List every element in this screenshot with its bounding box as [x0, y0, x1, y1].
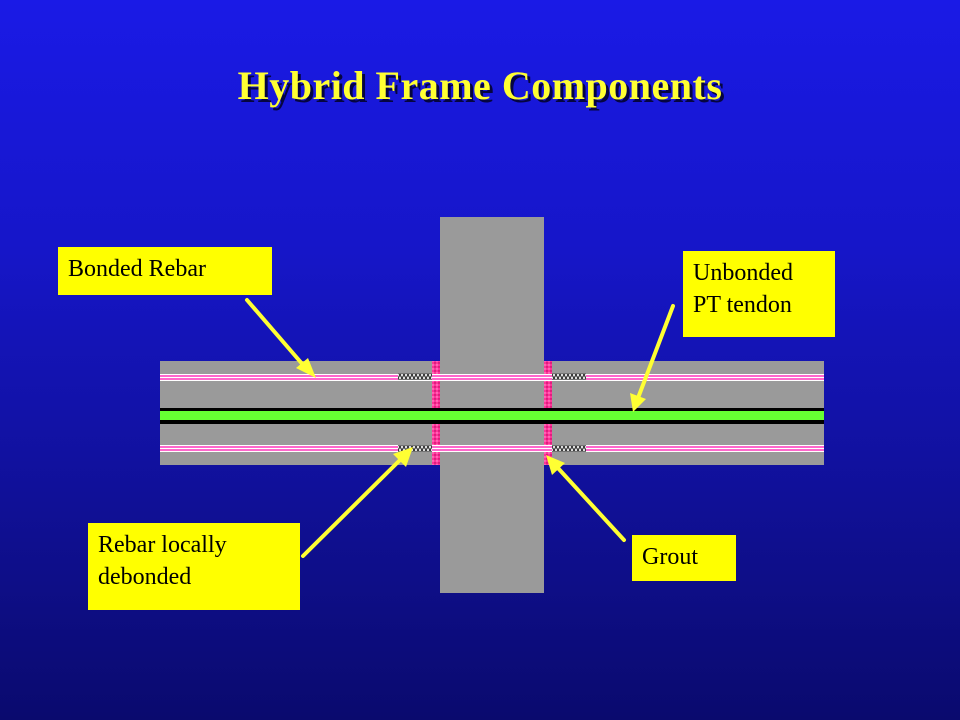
bottom-rebar: [160, 445, 824, 452]
arrow-bonded-rebar: [245, 298, 316, 378]
grout-text: Grout: [642, 544, 698, 570]
arrow-unbonded-tendon: [630, 304, 675, 412]
debond-wrap-top-right: [552, 373, 586, 380]
arrow-rebar-debonded: [301, 447, 413, 558]
pt-tendon: [160, 408, 824, 424]
rebar-locally-debonded-label: Rebar locally debonded: [88, 523, 300, 610]
unbonded-text-line1: Unbonded: [693, 260, 793, 286]
debond-wrap-bottom-left: [398, 445, 432, 452]
arrow-grout: [546, 455, 626, 542]
debond-wrap-top-left: [398, 373, 432, 380]
slide-title: Hybrid Frame Components: [237, 63, 723, 108]
debonded-text-line1: Rebar locally: [98, 532, 227, 558]
debond-wrap-bottom-right: [552, 445, 586, 452]
grout-label: Grout: [632, 535, 736, 581]
column: [440, 217, 544, 593]
top-rebar: [160, 374, 824, 381]
bonded-rebar-label: Bonded Rebar: [58, 247, 272, 295]
unbonded-pt-tendon-label: Unbonded PT tendon: [683, 251, 835, 337]
unbonded-text-line2: PT tendon: [693, 292, 792, 318]
bonded-rebar-text: Bonded Rebar: [68, 256, 206, 282]
debonded-text-line2: debonded: [98, 564, 192, 590]
